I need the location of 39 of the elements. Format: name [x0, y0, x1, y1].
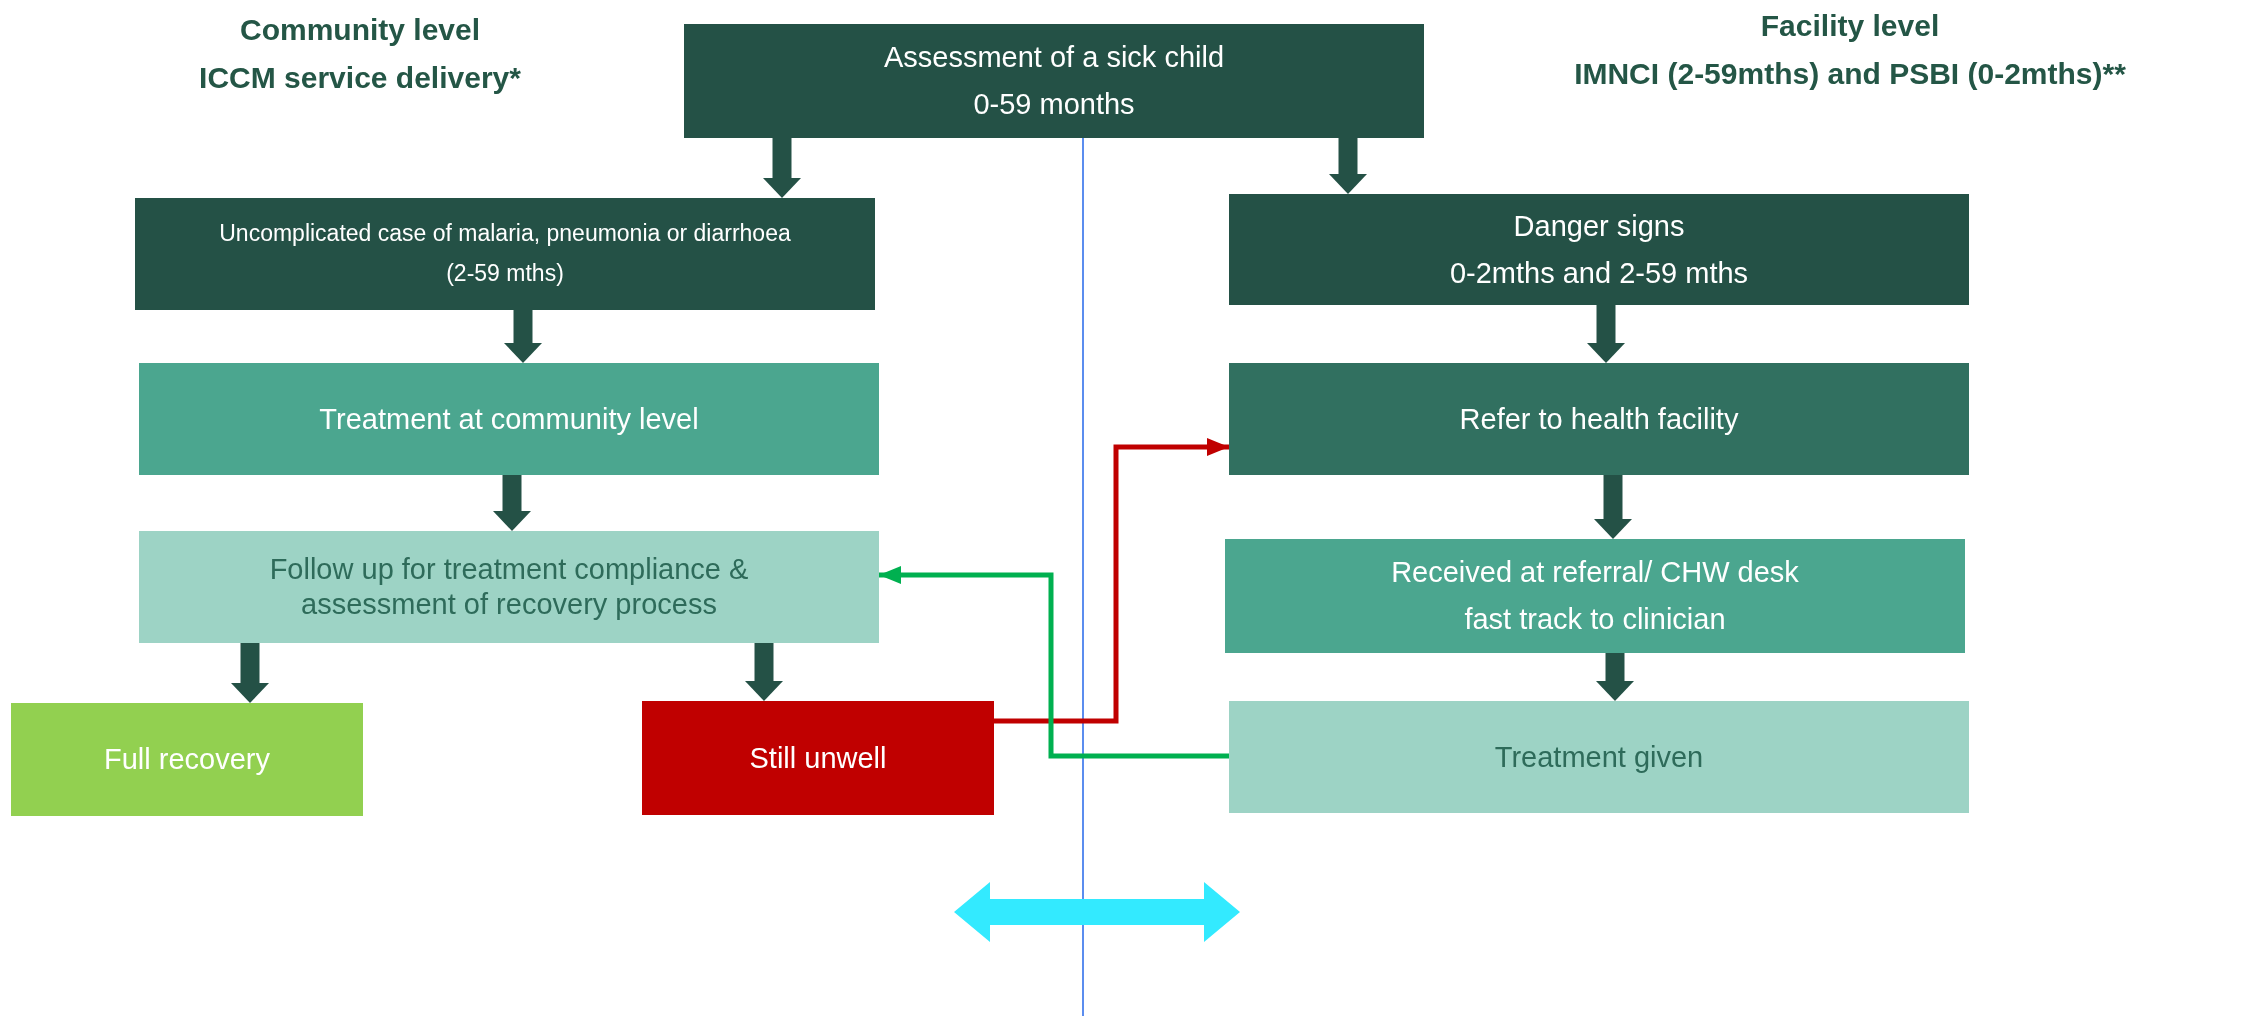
arrow [745, 643, 783, 701]
section-heading: Community level [238, 12, 482, 48]
process-box [139, 363, 879, 475]
box-text: (2-59 mths) [446, 260, 564, 288]
box-text: Uncomplicated case of malaria, pneumonia or diarrhoea [219, 220, 791, 248]
box-text: Full recovery [104, 742, 270, 777]
arrow [493, 475, 531, 531]
process-box [135, 198, 875, 310]
box-text: Assessment of a sick child [883, 40, 1225, 75]
box-text: Treatment at community level [319, 401, 699, 437]
section-heading: IMNCI (2-59mths) and PSBI (0-2mths)** [1573, 56, 2127, 92]
process-box [1229, 194, 1969, 305]
arrow [994, 438, 1229, 724]
box-text: 0-2mths and 2-59 mths [1449, 255, 1749, 291]
box-text: Still unwell [749, 740, 887, 776]
box-text: 0-59 months [973, 87, 1135, 122]
arrow [1594, 475, 1632, 539]
process-box [1229, 363, 1969, 475]
arrow [879, 566, 1229, 759]
arrow [1587, 305, 1625, 363]
process-box [1229, 701, 1969, 813]
box-text: Refer to health facility [1459, 401, 1739, 437]
box-text: fast track to clinician [1464, 602, 1726, 637]
arrow [763, 138, 801, 198]
outcome-box [11, 703, 363, 816]
box-text: Received at referral/ CHW desk [1391, 555, 1799, 590]
arrow [1596, 653, 1634, 701]
arrow [1329, 138, 1367, 194]
outcome-box [642, 701, 994, 815]
section-heading: ICCM service delivery* [198, 60, 522, 96]
box-text: Follow up for treatment compliance & assessment of recovery process [268, 552, 750, 622]
arrow [504, 310, 542, 363]
section-heading: Facility level [1759, 8, 1941, 44]
process-box [1225, 539, 1965, 653]
arrow [231, 643, 269, 703]
box-text: Danger signs [1513, 208, 1685, 244]
box-text: Treatment given [1494, 739, 1704, 775]
assessment-box [684, 24, 1424, 138]
process-box [139, 531, 879, 643]
